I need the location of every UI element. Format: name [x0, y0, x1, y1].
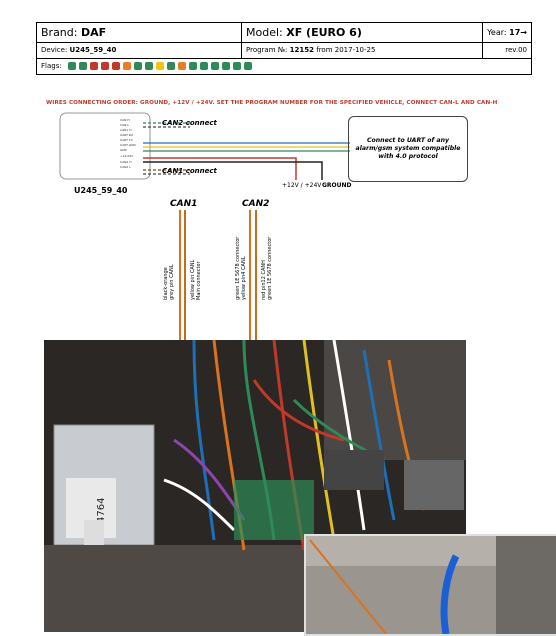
svg-text:UART RX: UART RX	[120, 133, 133, 137]
svg-text:CAN2 L: CAN2 L	[120, 165, 131, 169]
svg-text:CAN1 H: CAN1 H	[120, 128, 132, 132]
flags-label: Flags:	[41, 62, 62, 70]
model-cell: Model: XF (EURO 6)	[242, 23, 483, 42]
year-label: Year:	[487, 28, 507, 37]
brand-label: Brand:	[41, 26, 78, 39]
year-cell: Year: 17→	[483, 23, 531, 42]
svg-text:GND: GND	[120, 148, 128, 152]
year-value: 17→	[509, 28, 527, 37]
flag-icon	[210, 62, 219, 70]
device-value: U245_59_40	[69, 46, 117, 54]
svg-text:CAN L: CAN L	[120, 123, 129, 127]
model-label: Model:	[246, 26, 283, 39]
svg-text:UART TX: UART TX	[120, 138, 133, 142]
flag-icon	[221, 62, 230, 70]
can2-connect-label: CAN2 connect	[162, 119, 217, 127]
can1-label: CAN1	[170, 199, 198, 209]
device-name-label: U245_59_40	[74, 186, 128, 195]
inset-photo	[304, 534, 556, 636]
inset-illustration	[306, 536, 556, 634]
brand-cell: Brand: DAF	[37, 23, 242, 42]
can2-label: CAN2	[242, 199, 270, 209]
uart-box: Connect to UART of any alarm/gsm system …	[348, 116, 468, 182]
vehicle-wiring-photo: C4764	[44, 340, 466, 632]
wiring-order-text: WIRES CONNECTING ORDER: GROUND, +12V / +…	[46, 100, 498, 106]
flag-icon	[78, 62, 87, 70]
flag-icon	[122, 62, 131, 70]
flag-icon	[243, 62, 252, 70]
program-value: 12152	[289, 46, 314, 54]
flag-icon	[89, 62, 98, 70]
brand-value: DAF	[80, 26, 107, 39]
power-wire	[143, 157, 297, 180]
device-cell: Device: U245_59_40	[37, 43, 242, 58]
flag-icon	[67, 62, 76, 70]
can1-note-2: grey pin CANL	[169, 264, 175, 300]
flag-icons	[67, 62, 252, 70]
uart-text: Connect to UART of any alarm/gsm system …	[355, 136, 461, 161]
svg-text:+12/24V: +12/24V	[120, 154, 134, 158]
flag-icon	[188, 62, 197, 70]
flag-icon	[100, 62, 109, 70]
model-value: XF (EURO 6)	[286, 26, 362, 39]
flag-icon	[166, 62, 175, 70]
header-table: Brand: DAF Model: XF (EURO 6) Year: 17→ …	[36, 22, 532, 75]
flag-icon	[177, 62, 186, 70]
flag-icon	[199, 62, 208, 70]
flag-icon	[111, 62, 120, 70]
flag-icon	[133, 62, 142, 70]
flag-icon	[232, 62, 241, 70]
can1-note-4: Main connector	[196, 261, 202, 300]
can1-connect-label: CAN1 connect	[162, 167, 217, 175]
can2-note-2: yellow pin4 CANL	[241, 256, 247, 301]
device-label: Device:	[41, 46, 68, 54]
svg-text:CAN2 H: CAN2 H	[120, 160, 132, 164]
program-cell: Program №: 12152 from 2017-10-25	[242, 43, 483, 58]
ground-wire	[143, 161, 323, 180]
svg-text:UART GND: UART GND	[120, 143, 136, 147]
svg-text:C4764: C4764	[96, 498, 107, 530]
flag-icon	[155, 62, 164, 70]
power-label: +12V / +24V	[282, 182, 322, 189]
device-body	[59, 112, 151, 180]
svg-text:CAN H: CAN H	[120, 118, 130, 122]
from-label: from	[316, 46, 333, 54]
revision: rev.00	[505, 46, 527, 54]
ground-label: GROUND	[322, 182, 352, 189]
flags-cell: Flags:	[37, 59, 531, 74]
program-date: 2017-10-25	[334, 46, 376, 54]
rev-cell: rev.00	[483, 43, 531, 58]
can2-note-4: green 1E 5678 connector	[267, 236, 273, 300]
flag-icon	[144, 62, 153, 70]
program-label: Program №:	[246, 46, 288, 54]
